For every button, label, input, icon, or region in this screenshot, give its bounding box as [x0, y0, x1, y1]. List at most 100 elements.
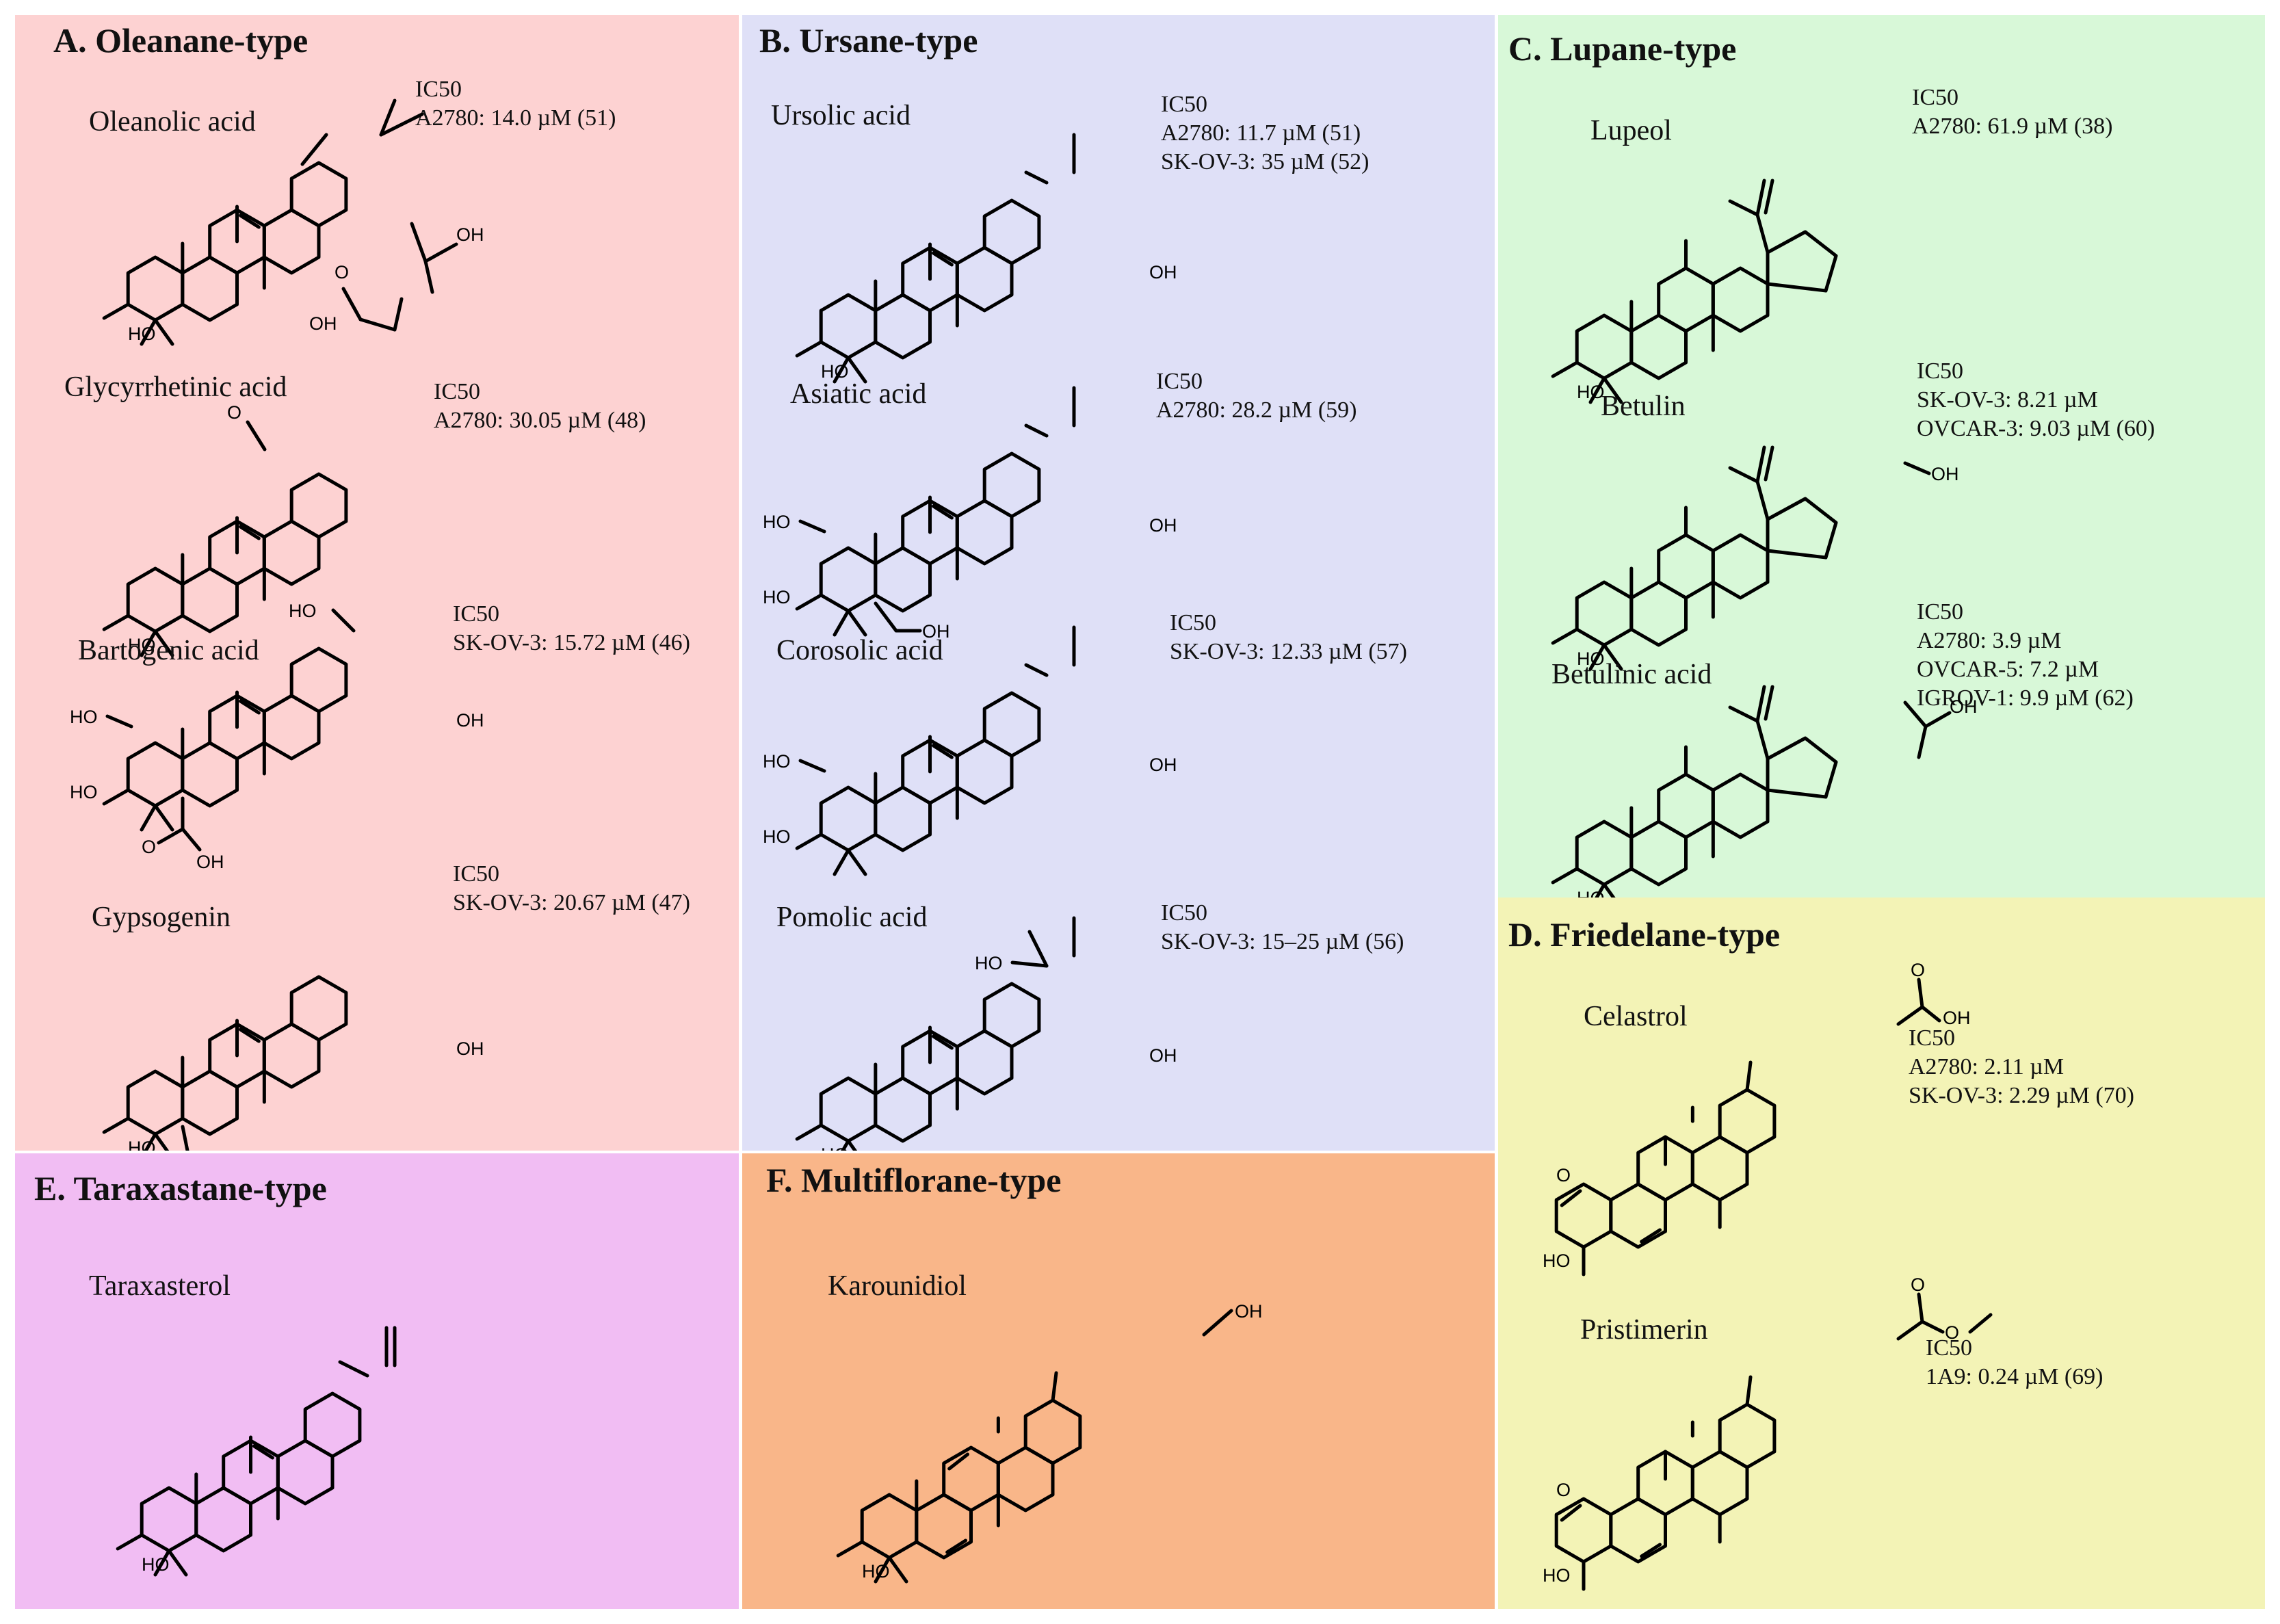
ring — [1718, 1402, 1777, 1469]
ic50-block: IC50 A2780: 2.11 µM SK-OV-3: 2.29 µM (70… — [1909, 1024, 2134, 1110]
bond — [846, 1139, 858, 1151]
molecule-oleanolic-acid: HO OH — [102, 99, 484, 346]
svg-text:OH: OH — [456, 224, 484, 245]
ring — [1718, 1088, 1777, 1155]
bond — [1755, 213, 1770, 254]
bond — [102, 1116, 130, 1134]
svg-text:O: O — [335, 262, 349, 283]
svg-text:OH: OH — [1943, 1008, 1971, 1028]
compound-name: Karounidiol — [828, 1270, 967, 1302]
svg-text:HO: HO — [128, 635, 156, 655]
bond — [140, 318, 157, 346]
svg-text:O: O — [1911, 1274, 1925, 1295]
bond — [887, 1556, 908, 1584]
panel-taraxastane: E. Taraxastane-type Taraxasterol HO — [15, 1153, 739, 1609]
ic50-value: A2780: 14.0 µM (51) — [415, 105, 616, 131]
compound-name: Pomolic acid — [776, 902, 928, 933]
ic50-label: IC50 — [1909, 1025, 1955, 1051]
ring — [289, 646, 348, 713]
svg-text:HO: HO — [763, 751, 791, 772]
ic50-value: SK-OV-3: 12.33 µM (57) — [1170, 639, 1408, 664]
bond — [932, 504, 954, 520]
svg-text:HO: HO — [1577, 649, 1605, 669]
bond — [116, 1533, 144, 1551]
ring — [289, 975, 348, 1042]
ic50-value: 1A9: 0.24 µM (69) — [1926, 1364, 2104, 1389]
bond — [1640, 1228, 1662, 1244]
bond — [153, 318, 174, 346]
bond — [1588, 376, 1606, 404]
ic50-label: IC50 — [415, 77, 462, 102]
ic50-block: IC50 SK-OV-3: 15–25 µM (56) — [1161, 899, 1404, 956]
bond — [1551, 627, 1579, 645]
ic50-value: OVCAR-3: 9.03 µM (60) — [1917, 416, 2155, 441]
svg-text:HO: HO — [763, 512, 791, 532]
bond — [932, 251, 954, 267]
ring — [860, 1493, 919, 1560]
bond — [153, 1132, 170, 1151]
bond — [1051, 1371, 1058, 1402]
ring — [819, 293, 878, 360]
ic50-value: IGROV-1: 9.9 µM (62) — [1917, 685, 2134, 711]
ic50-label: IC50 — [1161, 900, 1207, 926]
ring — [1554, 1182, 1613, 1249]
panel-title: D. Friedelane-type — [1508, 915, 1781, 954]
ic50-value: A2780: 11.7 µM (51) — [1161, 120, 1361, 146]
panel-title: A. Oleanane-type — [53, 21, 309, 60]
molecule-betulin: OH HO — [1551, 445, 1959, 671]
ic50-block: IC50 A2780: 28.2 µM (59) — [1156, 367, 1357, 425]
ring — [1657, 533, 1715, 600]
svg-text:OH: OH — [1149, 1045, 1177, 1066]
bond — [1640, 1543, 1662, 1558]
ic50-label: IC50 — [453, 601, 499, 627]
ring — [1575, 820, 1634, 887]
ring — [289, 161, 348, 228]
compound-name: Taraxasterol — [89, 1270, 231, 1302]
ic50-label: IC50 — [434, 379, 480, 404]
panel-multiflorane: F. Multiflorane-type Karounidiol OH HO — [742, 1153, 1495, 1609]
ic50-label: IC50 — [1917, 599, 1963, 625]
ic50-label: IC50 — [1926, 1335, 1972, 1361]
bond — [239, 525, 261, 540]
bond — [1764, 445, 1774, 482]
bond — [841, 1139, 850, 1151]
bond — [102, 302, 130, 320]
ic50-value: OVCAR-5: 7.2 µM — [1917, 657, 2099, 682]
svg-text:HO: HO — [975, 953, 1003, 973]
compound-name: Pristimerin — [1580, 1314, 1708, 1346]
ring — [819, 785, 878, 852]
svg-text:OH: OH — [456, 710, 484, 731]
svg-text:OH: OH — [1149, 515, 1177, 536]
bond — [833, 356, 850, 384]
ic50-value: SK-OV-3: 15.72 µM (46) — [453, 630, 691, 655]
svg-text:HO: HO — [862, 1561, 890, 1582]
bond — [1728, 705, 1759, 723]
bond — [153, 1549, 171, 1577]
molecule-corosolic-acid: HO HO OH — [763, 625, 1177, 876]
bond — [1745, 1060, 1753, 1092]
bond — [1755, 480, 1770, 521]
molecule-lupeol: HO — [1551, 179, 1838, 404]
bond — [1755, 685, 1766, 723]
ic50-value: A2780: 28.2 µM (59) — [1156, 397, 1357, 423]
molecule-bartogenic-acid: HO HO O OH HO OH — [70, 601, 484, 872]
ic50-block: IC50 A2780: 61.9 µM (38) — [1912, 83, 2112, 141]
ring — [303, 1391, 362, 1458]
bond — [846, 356, 867, 384]
bond — [836, 1540, 864, 1558]
svg-text:OH: OH — [196, 852, 224, 872]
ic50-value: SK-OV-3: 35 µM (52) — [1161, 149, 1370, 174]
ring — [1711, 533, 1770, 600]
bond — [846, 848, 867, 876]
svg-text:HO: HO — [821, 1144, 849, 1151]
bond — [1728, 466, 1759, 484]
svg-text:HO: HO — [1577, 888, 1605, 898]
molecule-glycyrrhetinic-acid: O O OH HO — [102, 262, 404, 657]
ic50-block: IC50 1A9: 0.24 µM (69) — [1926, 1334, 2103, 1391]
bond — [795, 833, 823, 850]
bond — [932, 1034, 954, 1050]
compound-name: Celastrol — [1584, 1001, 1688, 1032]
svg-text:O: O — [1556, 1480, 1571, 1500]
svg-text:HO: HO — [128, 324, 156, 344]
panel-title: C. Lupane-type — [1508, 29, 1737, 68]
